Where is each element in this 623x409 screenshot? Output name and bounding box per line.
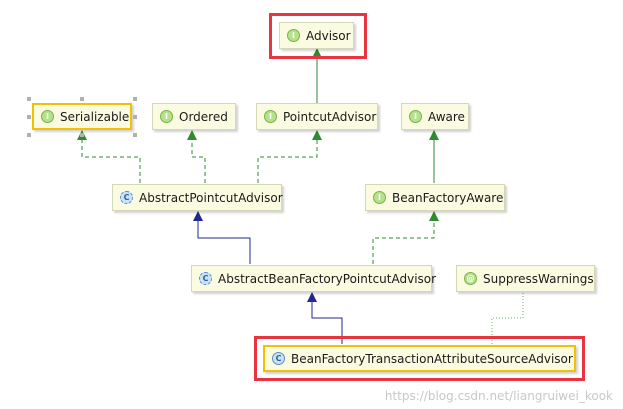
selection-handle[interactable] xyxy=(133,115,137,119)
node-label: AbstractPointcutAdvisor xyxy=(139,190,283,205)
node-advisor[interactable]: I Advisor xyxy=(279,22,354,49)
interface-icon: I xyxy=(287,29,300,42)
node-label: Aware xyxy=(428,109,465,124)
edge-abstractpointcutadvisor-ordered xyxy=(187,130,206,183)
node-pointcut-advisor[interactable]: I PointcutAdvisor xyxy=(256,103,378,130)
node-label: Serializable xyxy=(60,109,130,124)
node-bean-factory-transaction-attribute-source-advisor[interactable]: C BeanFactoryTransactionAttributeSourceA… xyxy=(263,345,576,372)
class-icon: C xyxy=(272,352,285,365)
node-label: PointcutAdvisor xyxy=(283,109,377,124)
selection-handle[interactable] xyxy=(27,133,31,137)
highlight-box-bftasa xyxy=(254,336,585,381)
node-label: Ordered xyxy=(179,109,228,124)
selection-handle[interactable] xyxy=(133,97,137,101)
edge-bftasa-suppresswarnings xyxy=(491,293,524,344)
selection-handle[interactable] xyxy=(27,115,31,119)
highlight-box-advisor xyxy=(269,13,367,59)
interface-icon: I xyxy=(41,110,54,123)
node-serializable[interactable]: I Serializable xyxy=(32,103,132,130)
node-label: Advisor xyxy=(306,28,351,43)
watermark: https://blog.csdn.net/liangruiwei_kook xyxy=(384,389,613,403)
interface-icon: I xyxy=(264,110,277,123)
selection-handle[interactable] xyxy=(80,97,84,101)
edge-abstractpointcutadvisor-pointcutadvisor xyxy=(257,130,322,183)
interface-icon: I xyxy=(409,110,422,123)
edge-abstractpointcutadvisor-serializable xyxy=(77,130,141,183)
node-abstract-pointcut-advisor[interactable]: C AbstractPointcutAdvisor xyxy=(112,184,283,211)
selection-handle[interactable] xyxy=(80,133,84,137)
node-aware[interactable]: I Aware xyxy=(401,103,469,130)
annotation-icon: @ xyxy=(464,272,477,285)
edge-abstractbeanfactorypointcutadvisor-beanfactoryaware xyxy=(372,211,439,264)
node-label: BeanFactoryAware xyxy=(392,190,504,205)
node-label: AbstractBeanFactoryPointcutAdvisor xyxy=(218,271,437,286)
selection-handle[interactable] xyxy=(27,97,31,101)
edge-abstractbeanfactorypointcutadvisor-abstractpointcutadvisor xyxy=(193,211,251,264)
node-ordered[interactable]: I Ordered xyxy=(152,103,236,130)
selection-handle[interactable] xyxy=(133,133,137,137)
node-abstract-bean-factory-pointcut-advisor[interactable]: C AbstractBeanFactoryPointcutAdvisor xyxy=(191,265,436,292)
interface-icon: I xyxy=(373,191,386,204)
abstract-class-icon: C xyxy=(199,272,212,285)
edge-bftasa-abstractbeanfactorypointcutadvisor xyxy=(307,292,343,344)
node-suppress-warnings[interactable]: @ SuppressWarnings xyxy=(456,265,595,292)
abstract-class-icon: C xyxy=(120,191,133,204)
node-label: SuppressWarnings xyxy=(483,271,594,286)
interface-icon: I xyxy=(160,110,173,123)
node-label: BeanFactoryTransactionAttributeSourceAdv… xyxy=(291,351,573,366)
node-bean-factory-aware[interactable]: I BeanFactoryAware xyxy=(365,184,505,211)
